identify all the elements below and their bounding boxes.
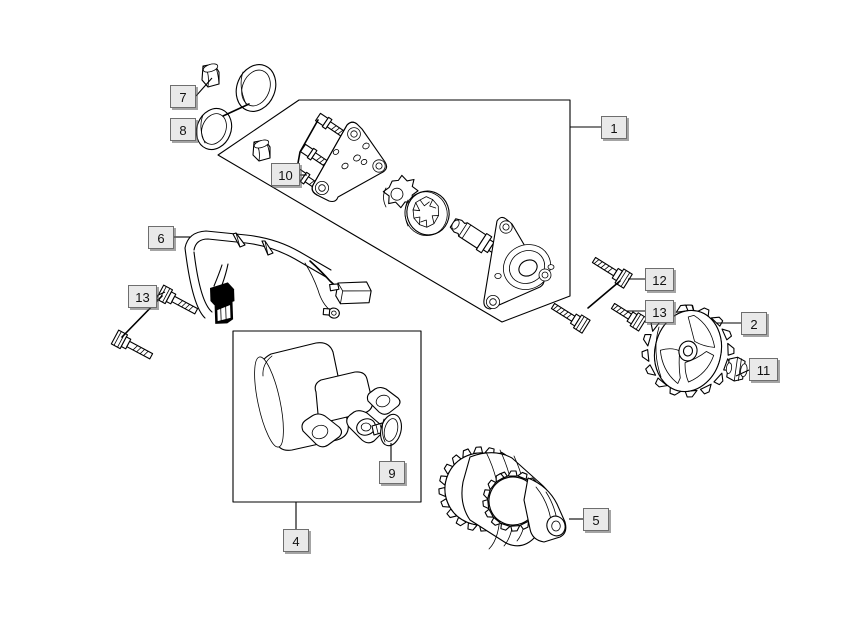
part-4-starter-motor-frame xyxy=(232,330,422,503)
part-8-o-rings xyxy=(195,64,277,151)
part-12-long-bolt xyxy=(591,256,633,289)
callout-13-left[interactable]: 13 xyxy=(128,285,157,308)
callout-11[interactable]: 11 xyxy=(749,358,778,381)
callout-1[interactable]: 1 xyxy=(601,116,627,139)
part-9-o-ring xyxy=(380,413,402,447)
callout-13-right[interactable]: 13 xyxy=(645,300,674,323)
callout-5[interactable]: 5 xyxy=(583,508,609,531)
part-7-dowel-pin xyxy=(201,63,220,88)
callout-8[interactable]: 8 xyxy=(170,118,196,141)
part-13-bolts-right xyxy=(550,280,648,334)
part-oil-pump-cover-plate xyxy=(311,121,388,203)
part-inner-dowel xyxy=(252,139,271,162)
callout-12[interactable]: 12 xyxy=(645,268,674,291)
part-5-reduction-gear xyxy=(438,446,567,550)
callout-10[interactable]: 10 xyxy=(271,163,300,186)
callout-4[interactable]: 4 xyxy=(283,529,309,552)
part-13-bolts-left xyxy=(110,284,199,360)
part-oil-pump-outer-rotor xyxy=(404,190,450,236)
part-11-sprocket-nut xyxy=(725,356,748,382)
callout-7[interactable]: 7 xyxy=(170,85,196,108)
part-oil-pump-housing xyxy=(483,216,555,310)
callout-6[interactable]: 6 xyxy=(148,226,174,249)
group-1-boundary xyxy=(217,99,571,323)
part-4-starter-motor xyxy=(254,342,401,451)
callout-9[interactable]: 9 xyxy=(379,461,405,484)
part-6-cable-harness xyxy=(184,230,372,324)
callout-2[interactable]: 2 xyxy=(741,312,767,335)
